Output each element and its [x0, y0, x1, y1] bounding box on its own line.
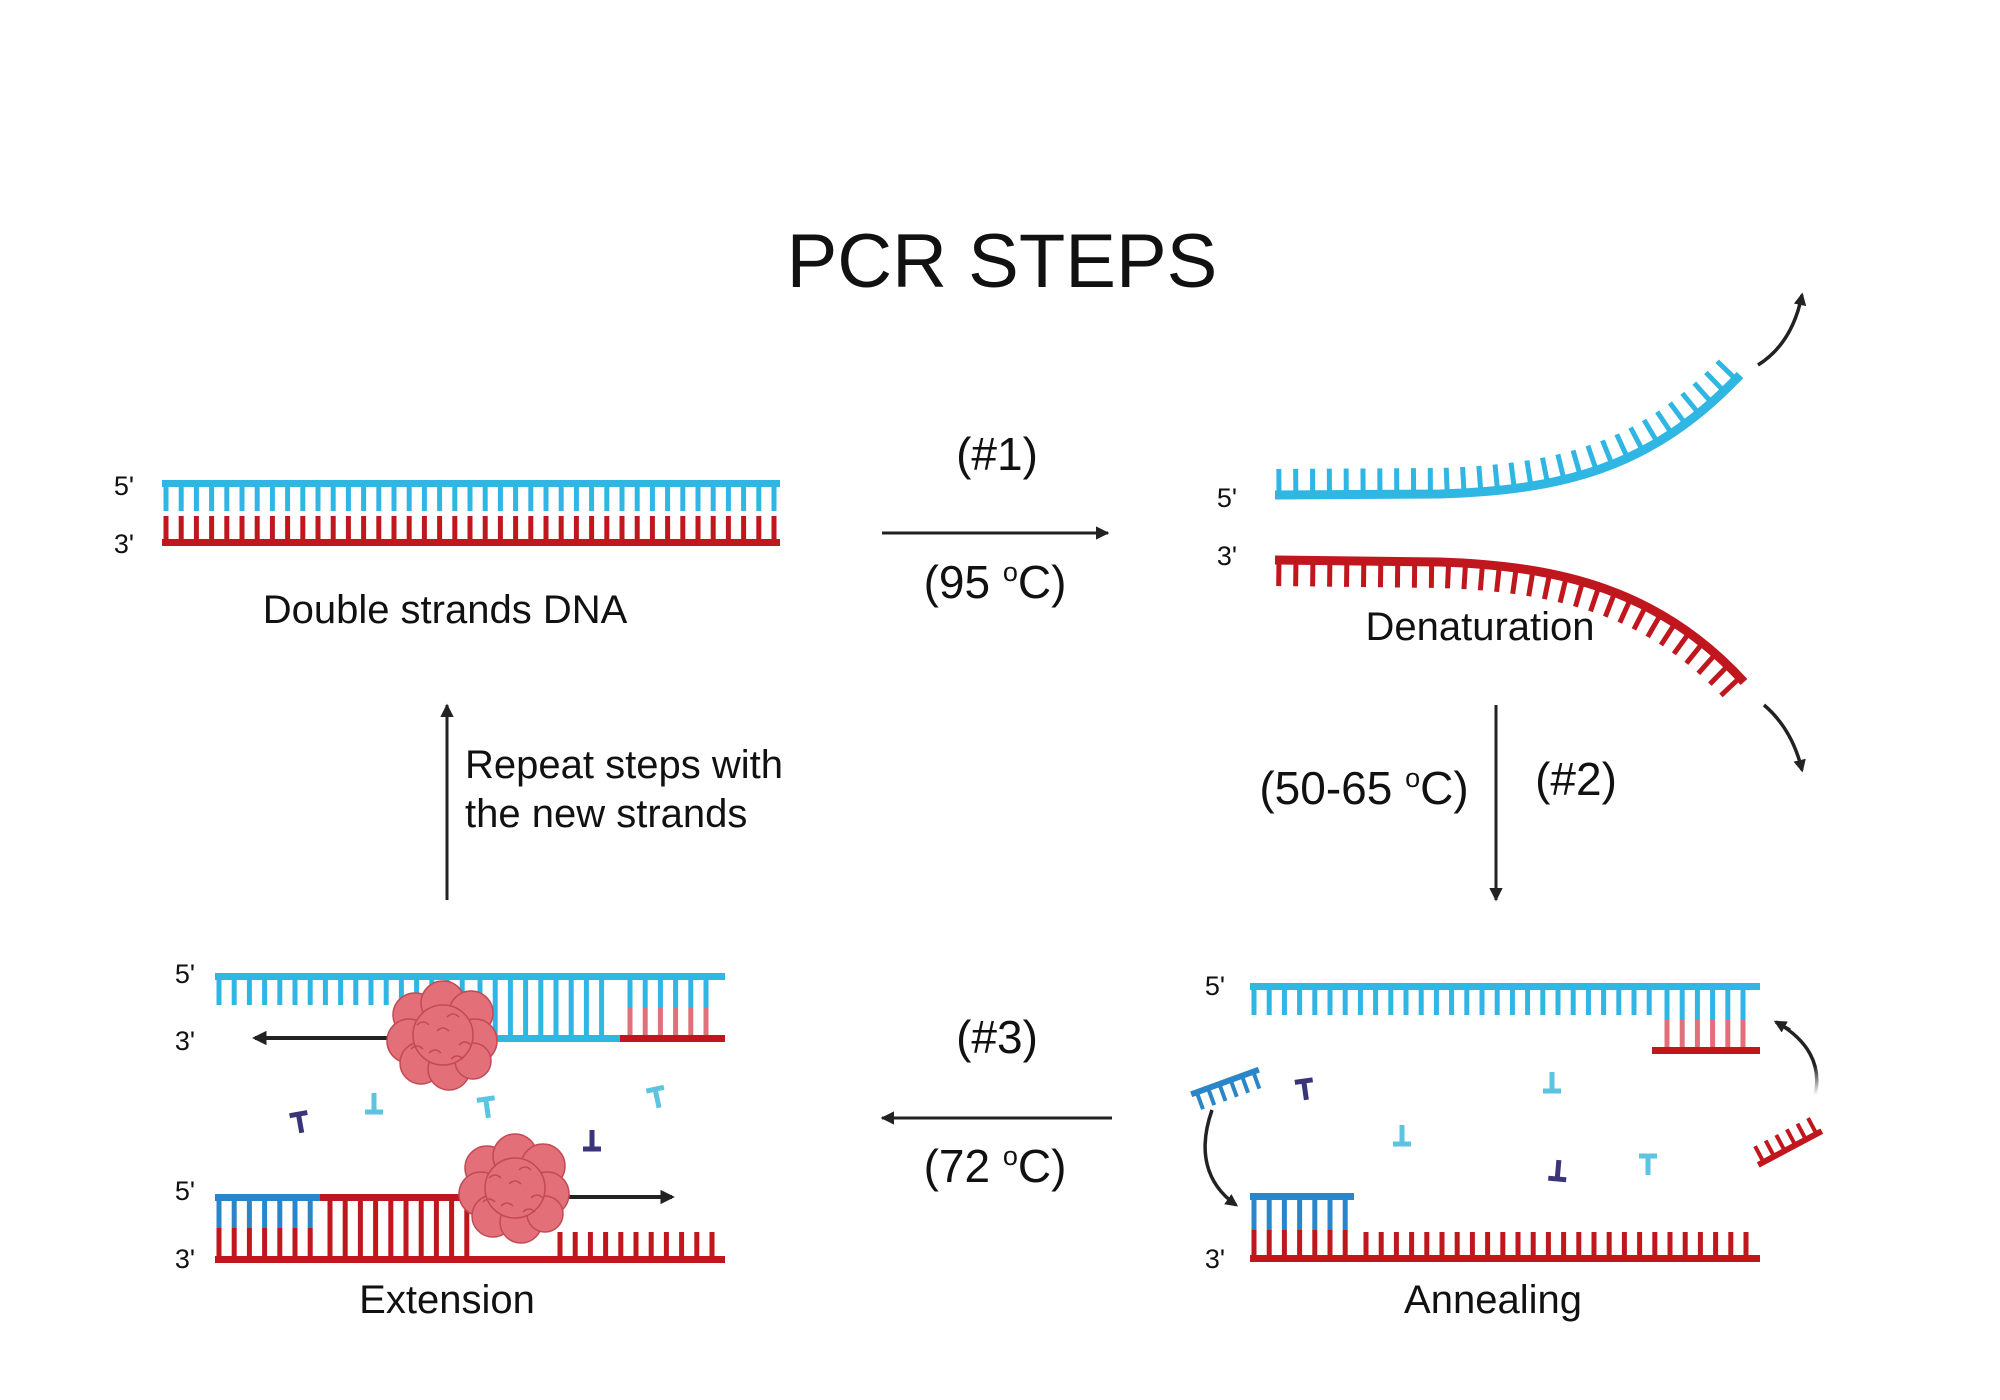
five-prime-label: 5' [114, 471, 134, 501]
step-3-temperature: (72 oC) [924, 1140, 1067, 1192]
double-strand-label: Double strands DNA [263, 588, 628, 632]
three-prime-label: 3' [175, 1026, 195, 1056]
template-strand-red [215, 1256, 725, 1263]
nucleotide [1548, 1159, 1567, 1183]
five-prime-label: 5' [175, 1176, 195, 1206]
free-primer-red [1753, 1117, 1824, 1168]
template-strand-blue [162, 480, 780, 487]
annealing-label: Annealing [1404, 1278, 1582, 1322]
strand-separation-arrow-up [1757, 292, 1807, 367]
repeat-text-line-2: the new strands [465, 792, 747, 836]
double-strand-dna: 5' 3' Double strands DNA [114, 471, 780, 632]
denaturation-label: Denaturation [1365, 605, 1594, 649]
nucleotide [1639, 1153, 1657, 1175]
nucleotide [1393, 1125, 1411, 1147]
nucleotide [476, 1095, 496, 1119]
template-strand-blue [215, 973, 725, 980]
annealing: 5' 3' Annealing [1190, 971, 1824, 1322]
transition-step-2: (#2) (50-65 oC) [1259, 705, 1617, 902]
nucleotide [645, 1084, 665, 1109]
dna-polymerase-top [386, 980, 498, 1091]
five-prime-label: 5' [175, 959, 195, 989]
new-strand-blue [470, 1035, 620, 1042]
step-1-temperature: (95 oC) [924, 556, 1067, 608]
primer-binding-arrow-left [1203, 1109, 1239, 1207]
primer-binding-arrow-right [1775, 1020, 1819, 1096]
dna-polymerase-bottom [458, 1133, 570, 1244]
denaturation: 5' 3' Denaturation [1217, 292, 1807, 773]
five-prime-label: 5' [1205, 971, 1225, 1001]
step-1-label: (#1) [956, 428, 1038, 480]
extension: 5' 3' 5' 3' Extension [175, 959, 725, 1322]
three-prime-label: 3' [1205, 1244, 1225, 1274]
transition-repeat: Repeat steps with the new strands [440, 703, 783, 900]
page-title: PCR STEPS [787, 219, 1218, 304]
free-primer-blue [1190, 1066, 1262, 1110]
repeat-text-line-1: Repeat steps with [465, 743, 783, 787]
template-strand-red [1250, 1255, 1760, 1262]
primer-blue [215, 1194, 320, 1201]
nucleotide [583, 1130, 601, 1152]
primer-binding-arrowhead [1773, 1020, 1791, 1033]
extension-label: Extension [359, 1278, 535, 1322]
nucleotide [365, 1093, 383, 1115]
annealed-primer-blue [1250, 1193, 1354, 1200]
step-2-label: (#2) [1535, 753, 1617, 805]
step-3-label: (#3) [956, 1011, 1038, 1063]
template-strand-blue [1250, 983, 1760, 990]
nucleotide [1543, 1072, 1561, 1094]
transition-step-1: (#1) (95 oC) [882, 428, 1110, 608]
three-prime-label: 3' [1217, 541, 1237, 571]
annealed-primer-red [1652, 1047, 1760, 1054]
primer-red [620, 1035, 725, 1042]
five-prime-label: 5' [1217, 483, 1237, 513]
separating-strand-blue [1274, 371, 1744, 500]
nucleotide [289, 1110, 308, 1134]
three-prime-label: 3' [175, 1244, 195, 1274]
new-strand-red [320, 1194, 485, 1201]
separating-strand-red [1274, 555, 1748, 686]
transition-step-3: (#3) (72 oC) [880, 1011, 1112, 1192]
strand-separation-arrow-down [1762, 703, 1806, 773]
template-strand-red [162, 539, 780, 546]
three-prime-label: 3' [114, 529, 134, 559]
step-2-temperature: (50-65 oC) [1259, 762, 1468, 814]
nucleotide [1294, 1077, 1314, 1101]
